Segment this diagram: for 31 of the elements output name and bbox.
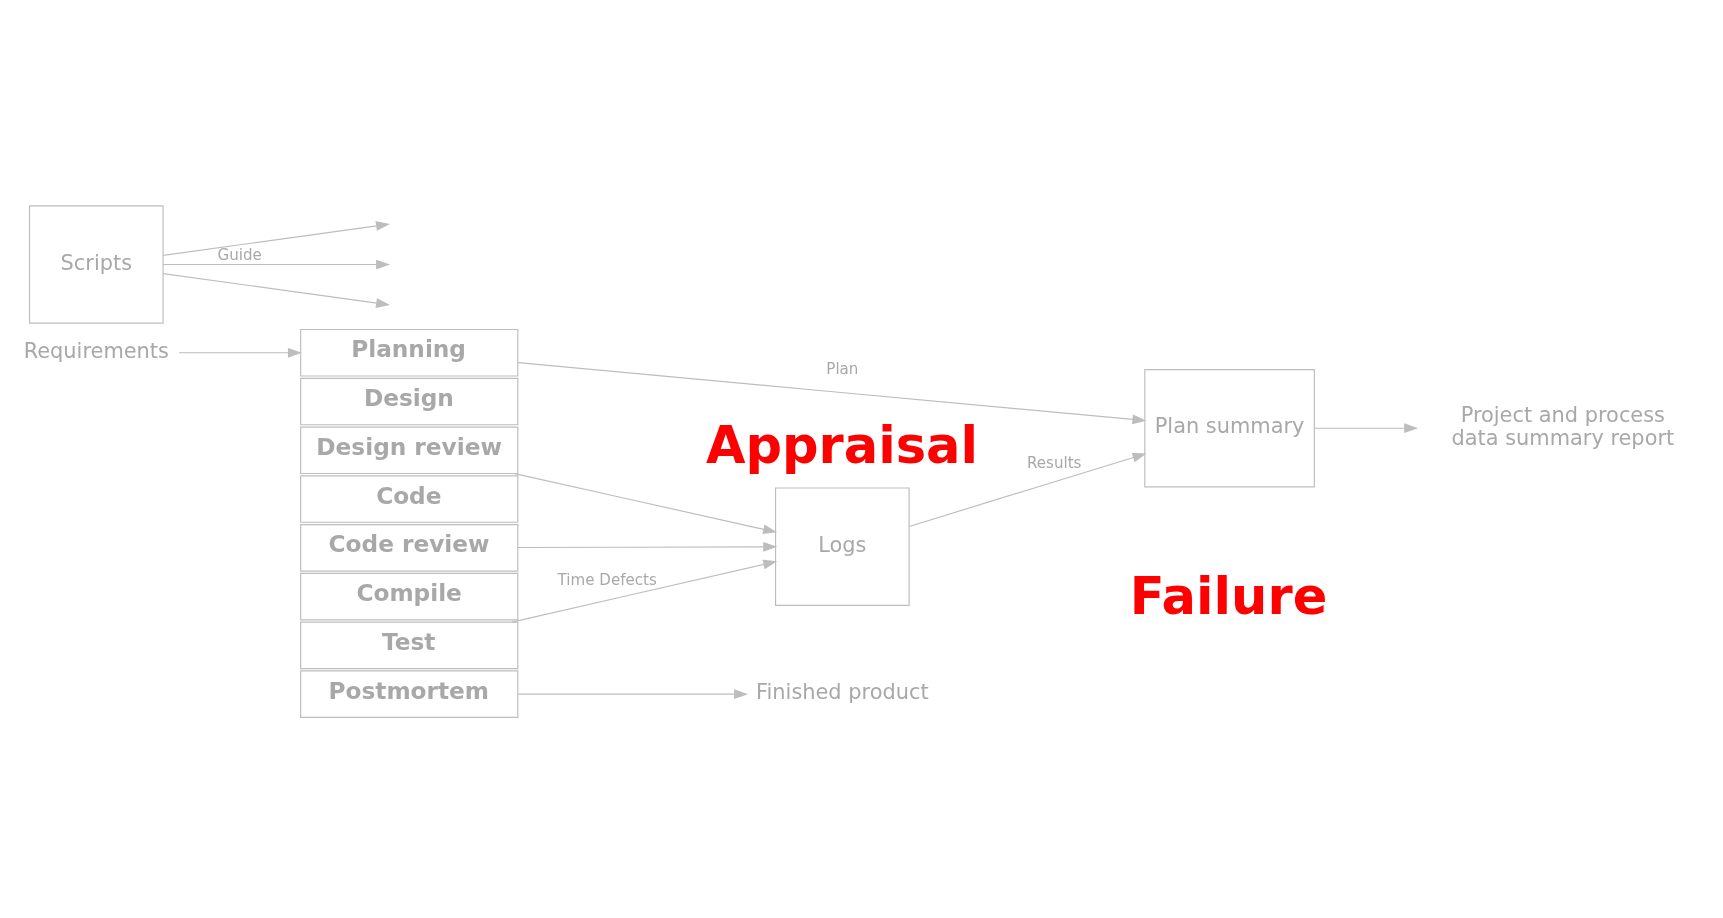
edge-label: Plan xyxy=(826,360,859,379)
label: Appraisal xyxy=(705,416,979,476)
arrow xyxy=(517,689,749,699)
node-box: Design xyxy=(300,377,519,426)
node-text: Requirements xyxy=(23,338,169,363)
arrow xyxy=(514,473,778,535)
node-box: Logs xyxy=(775,487,910,606)
edge-label: Results xyxy=(1027,454,1082,473)
node-box: Scripts xyxy=(28,205,164,324)
node-box: Code review xyxy=(300,524,519,572)
node-box: Compile xyxy=(300,572,519,621)
node-box: Design review xyxy=(300,426,519,475)
node-text: Finished product xyxy=(756,680,929,705)
node-box: Test xyxy=(300,621,519,670)
edge-label: Guide xyxy=(217,246,262,265)
arrow xyxy=(178,347,302,358)
arrow xyxy=(517,362,1147,425)
node-box: Planning xyxy=(300,328,519,377)
node-box: Code xyxy=(300,475,519,523)
node-box: Postmortem xyxy=(300,670,519,718)
node-text: Project and process data summary report xyxy=(1451,402,1675,450)
arrow xyxy=(908,452,1147,528)
arrow xyxy=(517,542,778,552)
node-box: Plan summary xyxy=(1144,369,1315,488)
arrow xyxy=(162,221,391,256)
arrow xyxy=(1314,423,1419,434)
arrow xyxy=(511,559,778,623)
edge-label: Time Defects xyxy=(557,571,657,590)
label: Failure xyxy=(1129,567,1328,627)
arrow xyxy=(162,259,391,270)
arrow xyxy=(162,273,391,308)
